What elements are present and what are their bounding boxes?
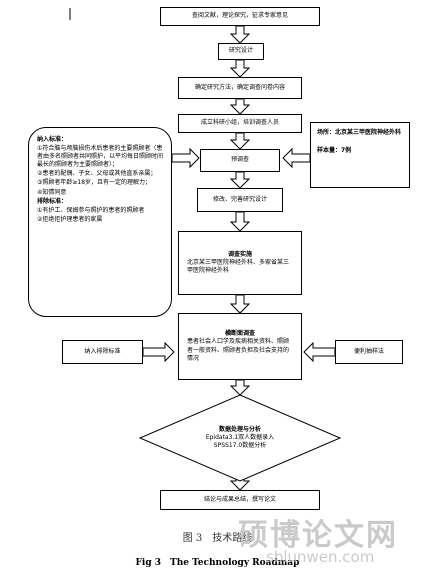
step-pre-survey: 预调查 (200, 149, 280, 172)
step-data-analysis-title: 数据处理与分析 (218, 425, 261, 433)
down-arrow-8 (229, 379, 251, 396)
exclusion-title: 排除标准： (37, 197, 68, 205)
exclusion-item: ①有护工、保姆参与照护的患者的照顾者 (37, 206, 145, 214)
watermark-cn: 硕博论文网 (238, 510, 398, 554)
figure-caption-en: Fig 3 The Technology Roadmap (0, 555, 435, 568)
down-arrow-5 (229, 171, 251, 189)
down-arrow-6 (229, 211, 251, 232)
criteria-box: 纳入标准： ①符合脑与颅脑损伤术后患者的主要照顾者（患者由多名照顾者共同照护，以… (28, 127, 172, 317)
site-place: 场所：北京某三甲医院神经外科 (317, 129, 402, 136)
figure-caption-cn-text: 图 3 技术路线 (182, 533, 253, 544)
watermark-cn-text: 硕博论文网 (238, 518, 398, 553)
step-data-analysis: 数据处理与分析 Epidata3.1双人数据录入SPSS17.0数据分析 (190, 410, 290, 466)
step-implementation-body: 北京某三甲医院神经外科、多家省某三甲医院神经外科 (187, 258, 290, 275)
step-implementation-title: 调查实施 (227, 250, 252, 258)
site-box: 场所：北京某三甲医院神经外科 样本量：7例 (310, 122, 410, 188)
step-revise-design-label: 修改、完善研究设计 (212, 195, 267, 203)
step-data-analysis-body: Epidata3.1双人数据录入SPSS17.0数据分析 (205, 433, 275, 450)
step-team: 成立科研小组，培训调查人员 (178, 114, 302, 133)
step-conclusion-label: 结论与成果总结，撰写论文 (203, 495, 276, 503)
inclusion-item: ③照顾者年龄≥18岁，且有一定的理解力； (37, 179, 152, 187)
inclusion-title: 纳入标准： (37, 136, 68, 143)
right-arrow-criteria (171, 147, 200, 169)
analysis-diamond (138, 394, 342, 482)
figure-caption-en-text: Fig 3 The Technology Roadmap (135, 558, 300, 568)
step-implementation: 调查实施 北京某三甲医院神经外科、多家省某三甲医院神经外科 (178, 231, 302, 295)
down-arrow-3 (229, 98, 251, 115)
inclusion-exclusion-box: 纳入排除标准 (62, 340, 143, 364)
step-research-design: 研究设计 (218, 43, 264, 60)
left-arrow-sampling (303, 341, 336, 363)
down-arrow-1 (229, 25, 251, 44)
down-arrow-4 (229, 132, 251, 150)
step-methods: 确定研究方法，确定调查问卷内容 (178, 77, 302, 99)
down-arrows (229, 25, 251, 491)
watermark-url: sblunwen.com (266, 548, 374, 566)
step-cross-sectional-title: 横断面调查 (224, 330, 255, 338)
step-research-design-label: 研究设计 (228, 47, 253, 55)
inclusion-item: ②患者的配偶、子女、父母或其他直系亲属； (37, 170, 157, 178)
step-conclusion: 结论与成果总结，撰写论文 (160, 490, 320, 510)
sampling-box: 便利抽样法 (335, 340, 403, 364)
step-literature-review: 查阅文献，理论探究，征求专家意见 (160, 7, 320, 26)
inclusion-item: ④知情同意 (37, 188, 67, 196)
sampling-label: 便利抽样法 (353, 347, 384, 355)
side-arrows-cross (142, 341, 336, 363)
step-cross-sectional: 横断面调查 患者社会人口学及疾病相关资料、照顾者一般资料、照顾者负担及社会支持的… (178, 313, 302, 380)
left-arrow-site (282, 147, 311, 169)
step-cross-sectional-body: 患者社会人口学及疾病相关资料、照顾者一般资料、照顾者负担及社会支持的情况 (187, 338, 290, 362)
step-pre-survey-label: 预调查 (230, 156, 249, 164)
inclusion-exclusion-label: 纳入排除标准 (84, 347, 121, 355)
right-arrow-inclusion (142, 341, 175, 363)
down-arrow-2 (229, 59, 251, 78)
side-arrows-pre (171, 147, 311, 169)
inclusion-item: ①符合脑与颅脑损伤术后患者的主要照顾者（患者由多名照顾者共同照护，以平均每日照顾… (37, 145, 164, 169)
step-team-label: 成立科研小组，培训调查人员 (200, 119, 279, 127)
step-revise-design: 修改、完善研究设计 (197, 188, 283, 212)
figure-caption-cn: 图 3 技术路线 (0, 529, 435, 544)
exclusion-item: ②拒绝拒护理患者的家属 (37, 215, 103, 223)
step-literature-review-label: 查阅文献，理论探究，征求专家意见 (191, 12, 288, 20)
site-sample: 样本量：7例 (317, 147, 352, 155)
step-methods-label: 确定研究方法，确定调查问卷内容 (194, 83, 285, 91)
down-arrow-7 (229, 294, 251, 314)
watermark-url-text: sblunwen.com (266, 548, 375, 566)
